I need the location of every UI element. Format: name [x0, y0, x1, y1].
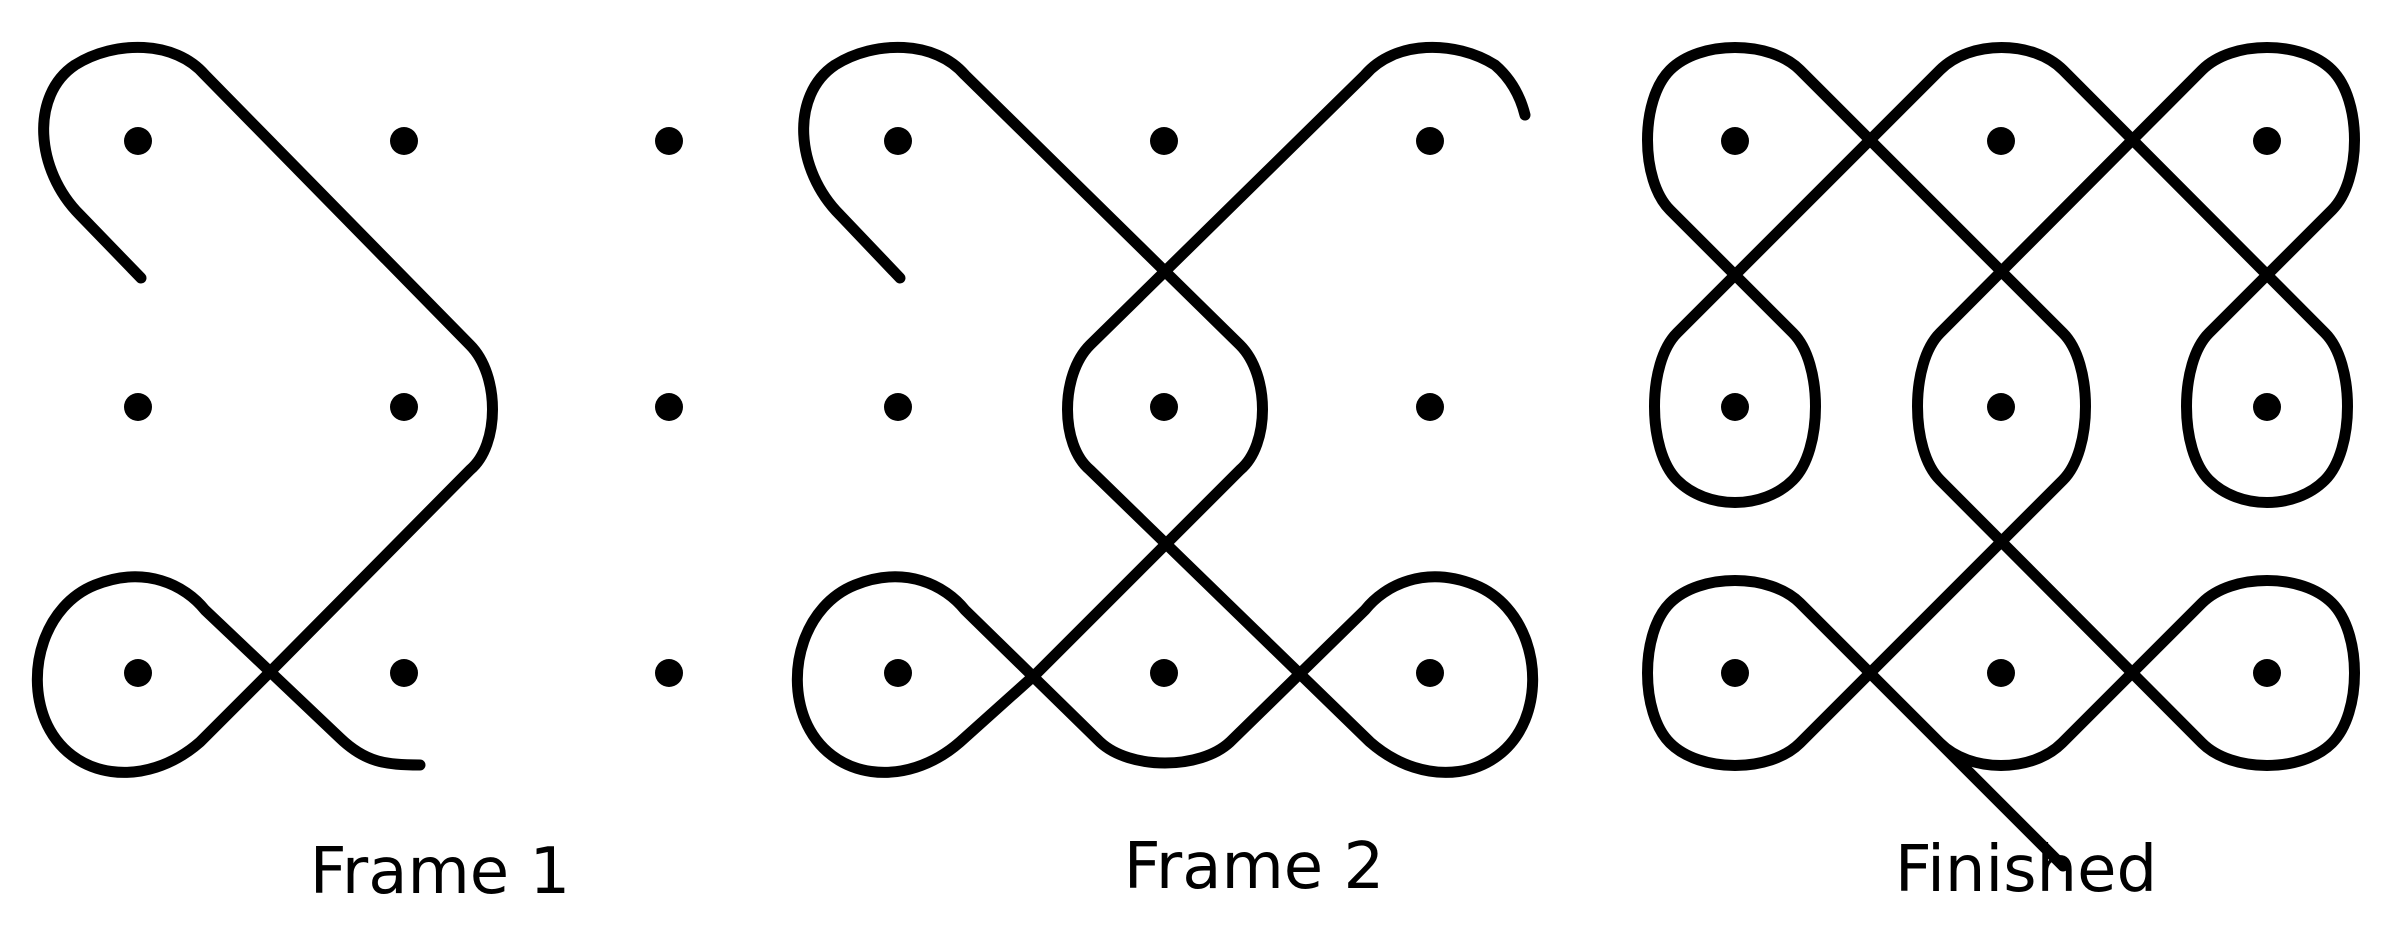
- dot: [655, 659, 683, 687]
- dot: [390, 393, 418, 421]
- frame-1-diagram: [31, 41, 683, 778]
- dot: [655, 127, 683, 155]
- dot: [884, 393, 912, 421]
- finished-caption: Finished: [1894, 833, 2158, 907]
- frame-2-lines: [791, 41, 1539, 778]
- dot: [1987, 127, 2015, 155]
- frame-2-diagram: [791, 41, 1539, 778]
- dot: [2253, 393, 2281, 421]
- dot: [1150, 127, 1178, 155]
- dot: [124, 659, 152, 687]
- dot: [124, 393, 152, 421]
- dot: [884, 659, 912, 687]
- dot: [390, 659, 418, 687]
- dot: [1721, 659, 1749, 687]
- frame-2-dots: [884, 127, 1444, 687]
- finished-lines: [1642, 42, 2360, 872]
- dot: [884, 127, 912, 155]
- dot: [390, 127, 418, 155]
- finished-line: [1642, 42, 2360, 872]
- frame-2-caption: Frame 2: [1123, 830, 1385, 904]
- finished-dots: [1721, 127, 2281, 687]
- dot: [124, 127, 152, 155]
- finished-diagram: [1642, 42, 2360, 872]
- dot: [1721, 393, 1749, 421]
- frame-1-line: [31, 41, 498, 778]
- dot: [1416, 127, 1444, 155]
- dot: [1150, 393, 1178, 421]
- dot: [1721, 127, 1749, 155]
- frame-1-dots: [124, 127, 683, 687]
- dot: [1150, 659, 1178, 687]
- dot: [1416, 659, 1444, 687]
- dot: [2253, 127, 2281, 155]
- frame-1-caption: Frame 1: [309, 835, 571, 909]
- dot: [1987, 659, 2015, 687]
- dot: [1987, 393, 2015, 421]
- dot: [2253, 659, 2281, 687]
- frame-2-line-start: [791, 41, 1539, 778]
- dot: [655, 393, 683, 421]
- dot: [1416, 393, 1444, 421]
